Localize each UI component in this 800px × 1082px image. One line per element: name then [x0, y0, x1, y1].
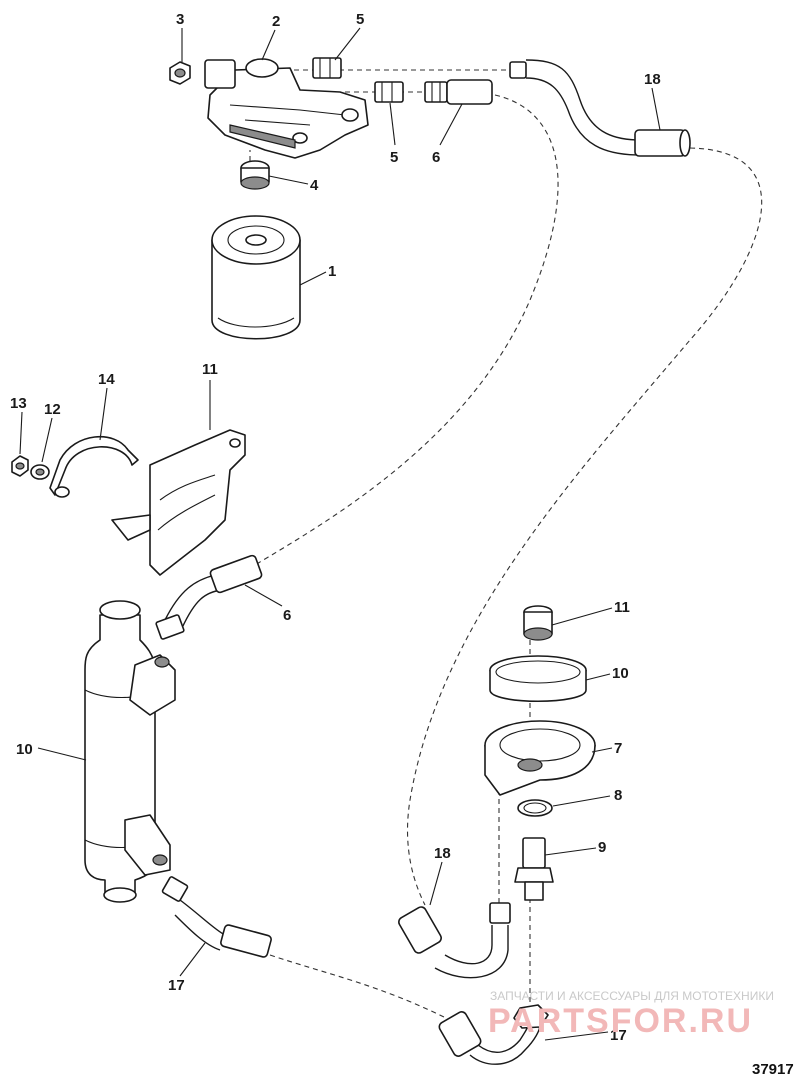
figure-number: 37917	[752, 1061, 794, 1078]
callout-14: 12	[44, 401, 61, 418]
callout-6-upper: 6	[432, 149, 440, 166]
filter-head-bracket	[204, 58, 369, 159]
adapter-part-4	[240, 160, 270, 190]
fitting-part-9	[514, 837, 554, 901]
cap-part-11	[523, 605, 553, 641]
callout-11: 11	[614, 599, 630, 616]
fuel-cooler-part-12	[84, 600, 176, 903]
hose-part-18-upper	[509, 59, 691, 157]
clamp-part-16	[49, 436, 139, 498]
callout-6-lower: 6	[283, 607, 291, 624]
callout-10: 10	[612, 665, 629, 682]
watermark-brand: PARTSFOR.RU	[488, 1002, 753, 1040]
leader-lines	[19, 27, 661, 1041]
hose-part-17-right	[438, 1004, 549, 1065]
callout-7: 7	[614, 740, 622, 757]
nut-part-15	[11, 455, 29, 477]
callout-5-upper: 5	[356, 11, 364, 28]
routing-dashes	[249, 69, 763, 1021]
callout-4: 4	[310, 177, 319, 194]
callout-3: 3	[176, 11, 184, 28]
fitting-part-5-lower	[374, 81, 404, 103]
callout-2: 2	[272, 13, 280, 30]
callout-15: 13	[10, 395, 27, 412]
callout-1: 1	[328, 263, 336, 280]
callout-5-lower: 5	[390, 149, 398, 166]
callout-17-left: 17	[168, 977, 185, 994]
callout-12: 10	[16, 741, 33, 758]
callout-18-lower: 18	[434, 845, 451, 862]
hose-part-17-left	[161, 876, 272, 958]
watermark: ЗАПЧАСТИ И АКСЕССУАРЫ ДЛЯ МОТОТЕХНИКИ PA…	[488, 989, 774, 1040]
mounting-bracket-part-13	[111, 429, 246, 576]
hose-part-6-lower	[155, 554, 263, 640]
fuel-filter-part-1	[211, 215, 301, 340]
callout-13: 11	[202, 361, 218, 378]
callout-9: 9	[598, 839, 606, 856]
callout-18-upper: 18	[644, 71, 661, 88]
hose-end-part-6-upper	[424, 79, 493, 105]
filter-base-part-7	[484, 720, 596, 796]
callout-17-right: 17	[610, 1027, 627, 1044]
callout-8: 8	[614, 787, 622, 804]
fitting-part-5-upper	[312, 57, 342, 79]
callout-16: 14	[98, 371, 115, 388]
callout-labels: 3 2 5 5 6 18 4 1 11 14 12 13 6 10 11 10 …	[10, 11, 661, 1044]
hose-part-18-lower	[398, 902, 511, 979]
watermark-tagline: ЗАПЧАСТИ И АКСЕССУАРЫ ДЛЯ МОТОТЕХНИКИ	[490, 989, 774, 1003]
o-ring-part-8	[517, 799, 553, 817]
seal-ring-part-10	[489, 655, 587, 703]
washer-part-14	[30, 464, 50, 480]
nut-part-3	[169, 61, 191, 85]
